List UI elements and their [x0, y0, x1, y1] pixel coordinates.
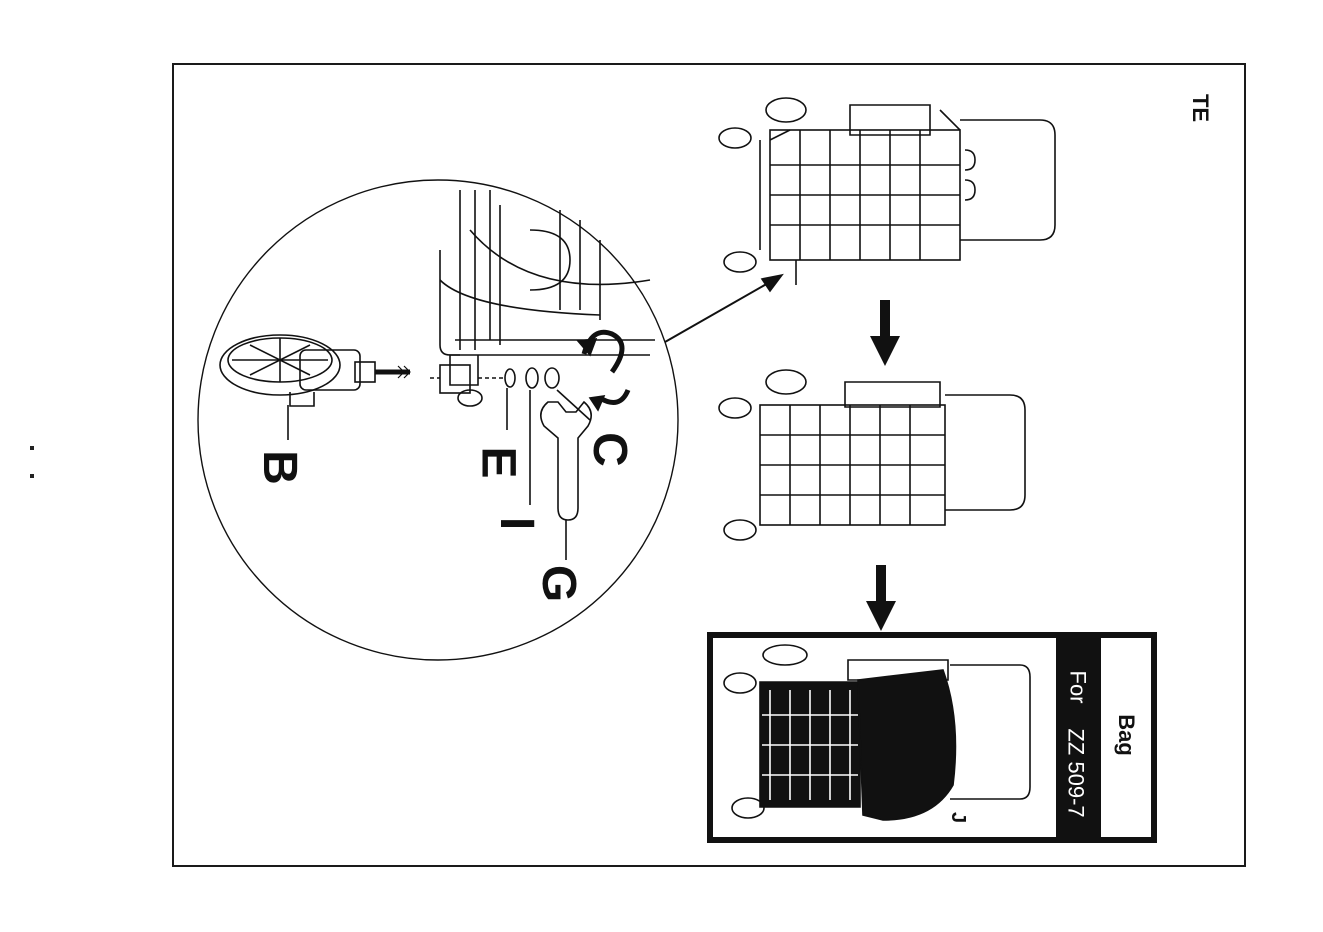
part-label-e: E [471, 446, 526, 478]
part-label-i: I [489, 517, 544, 530]
step-down-arrow [870, 300, 900, 366]
part-label-j: J [946, 812, 969, 823]
part-label-g: G [531, 565, 586, 602]
bag-panel-model-number: ZZ 509-7 [1063, 728, 1089, 817]
bag-panel-for-label: For [1065, 671, 1091, 704]
step-down-arrow [866, 565, 896, 631]
bag-panel-title: Bag [1113, 714, 1139, 756]
callout-arrowhead [762, 275, 782, 291]
rotation-arrowhead [578, 339, 596, 355]
callout-arrow [665, 282, 770, 342]
cart-illustration-step-1 [719, 98, 1055, 285]
cart-illustration-step-2 [719, 370, 1025, 540]
wrench-illustration [541, 402, 591, 560]
detail-magnifier-circle [198, 180, 678, 660]
cart-with-bag-illustration [724, 645, 1030, 820]
frame-tubes-detail [430, 190, 655, 406]
part-label-c: C [582, 432, 637, 467]
page-corner-tag: TE [1187, 94, 1213, 122]
part-label-b: B [252, 450, 307, 485]
caster-wheel-illustration [220, 335, 410, 440]
rotation-arrowhead [590, 396, 604, 410]
